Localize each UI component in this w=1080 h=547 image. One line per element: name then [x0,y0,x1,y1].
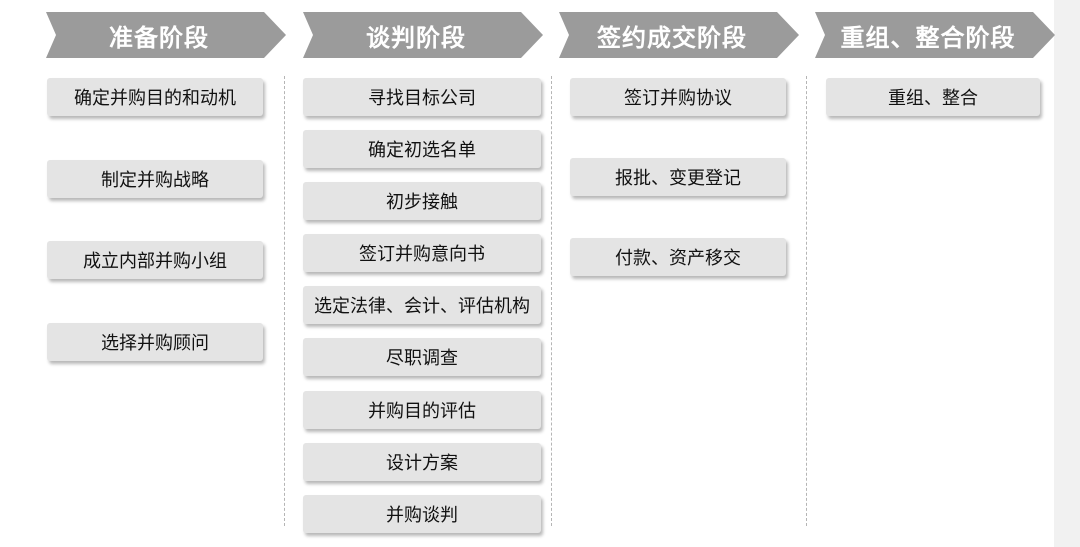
step-box: 选择并购顾问 [47,323,263,361]
step-box: 确定并购目的和动机 [47,78,263,116]
stage-header-signing: 签约成交阶段 [559,12,799,58]
step-box: 成立内部并购小组 [47,241,263,279]
column-divider [284,76,285,526]
stage-title: 谈判阶段 [366,23,466,52]
stage-title: 重组、整合阶段 [840,23,1016,52]
stage-title: 准备阶段 [109,23,209,52]
step-box: 签订并购意向书 [303,234,541,272]
step-box: 寻找目标公司 [303,78,541,116]
stage-header-negotiation: 谈判阶段 [303,12,543,58]
column-divider [551,76,552,526]
stage-title: 签约成交阶段 [597,23,747,52]
step-box: 制定并购战略 [47,160,263,198]
step-box: 并购目的评估 [303,391,541,429]
step-box: 并购谈判 [303,495,541,533]
step-box: 签订并购协议 [570,78,786,116]
column-divider [806,76,807,526]
step-box: 尽职调查 [303,338,541,376]
stage-header-preparation: 准备阶段 [46,12,286,58]
step-box: 付款、资产移交 [570,238,786,276]
step-box: 重组、整合 [826,78,1040,116]
step-box: 设计方案 [303,443,541,481]
page-edge-strip [1054,0,1080,547]
step-box: 确定初选名单 [303,130,541,168]
step-box: 选定法律、会计、评估机构 [303,286,541,324]
step-box: 报批、变更登记 [570,158,786,196]
step-box: 初步接触 [303,182,541,220]
stage-header-integration: 重组、整合阶段 [815,12,1055,58]
